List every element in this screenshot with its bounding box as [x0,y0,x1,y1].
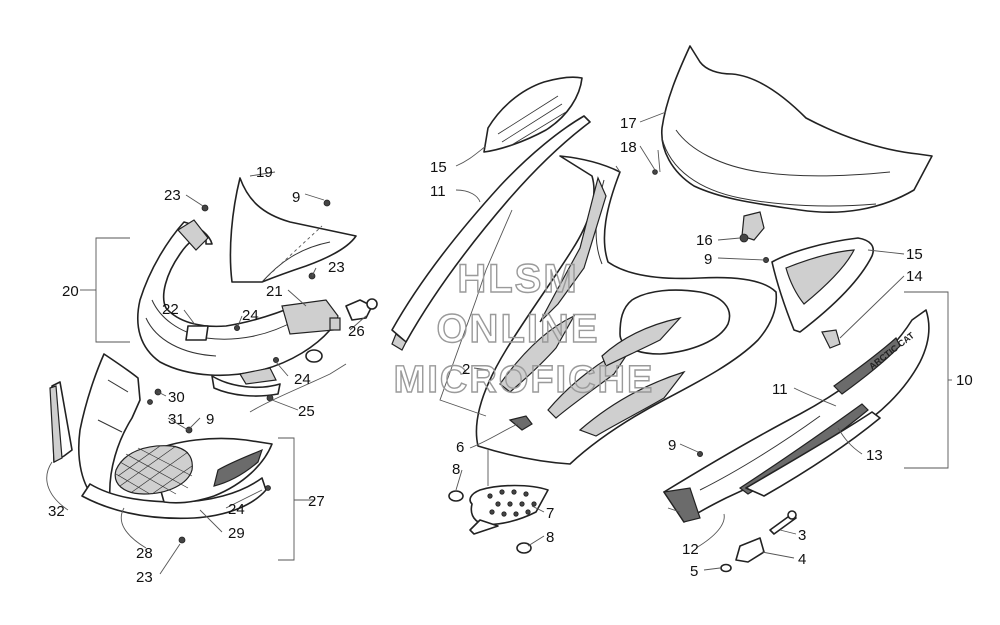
callout-23: 23 [136,569,153,586]
callout-19: 19 [256,164,273,181]
part-11-trim-strip [391,115,591,343]
part-10-side-panel: ARCTIC CAT [662,309,930,523]
callout-23: 23 [328,259,345,276]
lower-nose-assembly [49,353,273,544]
upper-nose-assembly [137,177,378,402]
callout-25: 25 [298,403,315,420]
leader-lines [46,111,952,575]
callout-6: 6 [456,439,464,456]
callout-15: 15 [430,159,447,176]
watermark-line-3: MICROFICHE [394,359,655,401]
callout-26: 26 [348,323,365,340]
part-29-grille [114,445,193,495]
callout-8: 8 [452,461,460,478]
watermark: HLSM ONLINE MICROFICHE [393,256,655,401]
part-25-trim [211,375,281,397]
callout-24: 24 [294,371,311,388]
hood-assembly [391,76,778,465]
callout-27: 27 [308,493,325,510]
callout-29: 29 [228,525,245,542]
callout-13: 13 [866,447,883,464]
part-28-lower-nose [81,477,267,520]
callout-16: 16 [696,232,713,249]
callout-18: 18 [620,139,637,156]
callout-8: 8 [546,529,554,546]
callout-22: 22 [162,301,179,318]
callout-31: 31 [168,411,185,428]
callout-15: 15 [906,246,923,263]
callout-32: 32 [48,503,65,520]
callout-9: 9 [668,437,676,454]
callout-14: 14 [906,268,923,285]
watermark-line-1: HLSM [457,257,578,301]
callout-20: 20 [62,283,79,300]
callout-17: 17 [620,115,637,132]
callout-9: 9 [292,189,300,206]
callout-28: 28 [136,545,153,562]
part-7-skid-plate [469,484,549,535]
callout-11: 11 [430,183,446,200]
callout-5: 5 [690,563,698,580]
callout-23: 23 [164,187,181,204]
part-19-nose-screen [229,177,357,283]
callout-9: 9 [206,411,214,428]
callout-2: 2 [462,361,470,378]
callout-9: 9 [704,251,712,268]
callout-7: 7 [546,505,554,522]
callout-10: 10 [956,372,973,389]
callout-24: 24 [242,307,259,324]
callout-4: 4 [798,551,806,568]
callout-24: 24 [228,501,245,518]
callout-11: 11 [772,381,788,398]
part-17-windshield [661,45,933,213]
watermark-line-2: ONLINE [436,307,599,351]
callout-30: 30 [168,389,185,406]
callout-3: 3 [798,527,806,544]
callout-21: 21 [266,283,283,300]
callout-12: 12 [682,541,699,558]
part-15-side-vent-right [771,237,874,333]
callout-numbers: 19 9 23 20 23 21 22 24 26 24 25 30 31 9 … [48,115,973,586]
